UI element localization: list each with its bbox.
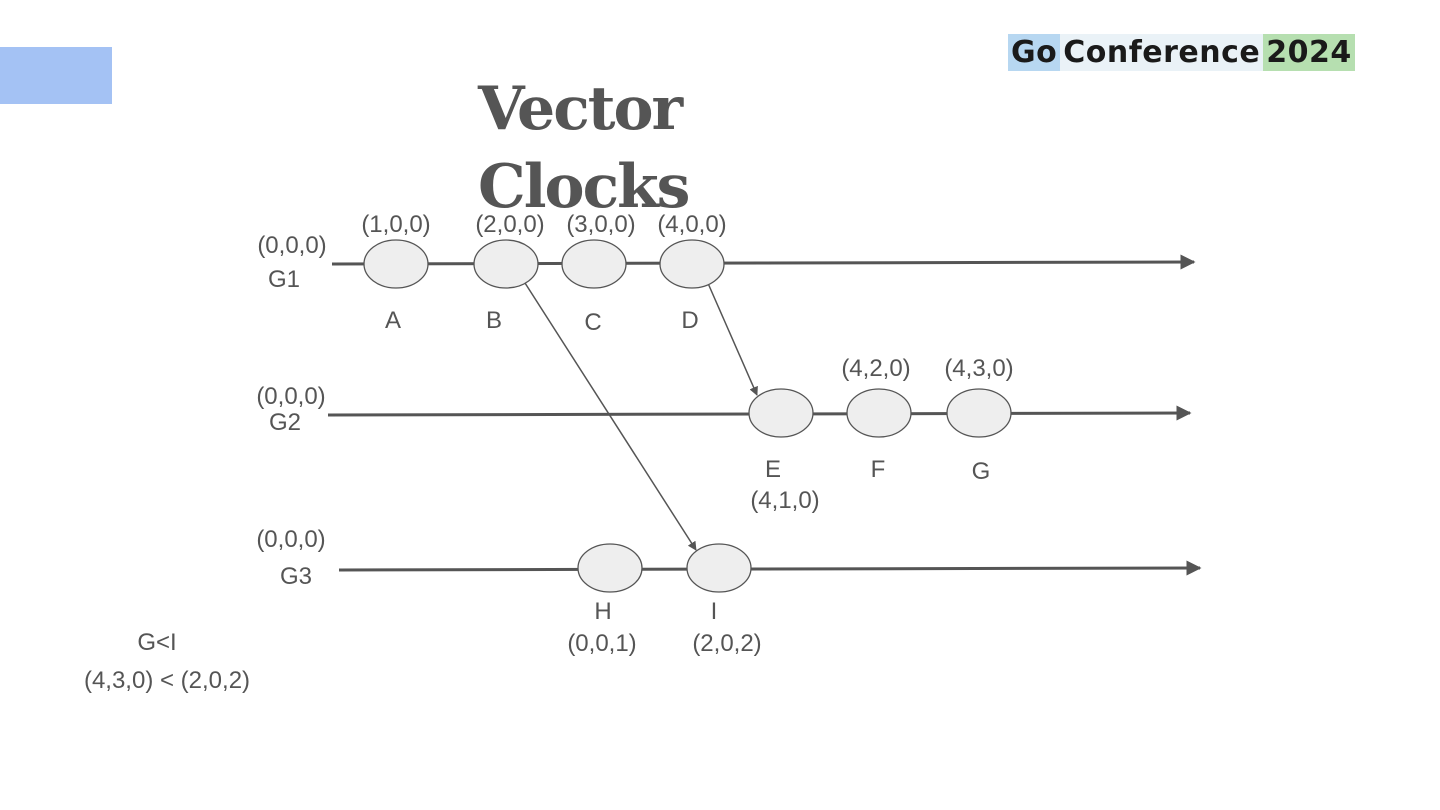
event-b-node xyxy=(473,239,539,289)
event-g-label: G xyxy=(972,458,991,485)
event-i-label: I xyxy=(711,598,718,625)
accent-box xyxy=(0,47,112,104)
comparison-events: G<I xyxy=(137,629,176,656)
logo-conference: Conference xyxy=(1060,34,1264,71)
event-d-label: D xyxy=(681,307,698,334)
timeline-g1 xyxy=(331,254,1196,270)
logo-year: 2024 xyxy=(1263,34,1355,71)
event-b-label: B xyxy=(486,307,502,334)
event-b-clock: (2,0,0) xyxy=(475,211,544,238)
event-h-label: H xyxy=(594,598,611,625)
process-g2-label: G2 xyxy=(269,409,301,436)
event-h-clock: (0,0,1) xyxy=(567,630,636,657)
timeline-g3 xyxy=(338,560,1202,576)
event-f-clock: (4,2,0) xyxy=(841,355,910,382)
event-g-node xyxy=(946,388,1012,438)
event-e-node xyxy=(748,388,814,438)
slide-title: Vector Clocks xyxy=(478,74,690,222)
event-d-clock: (4,0,0) xyxy=(657,211,726,238)
event-c-clock: (3,0,0) xyxy=(566,211,635,238)
process-g1-label: G1 xyxy=(268,266,300,293)
message-arrow-d-to-e xyxy=(706,280,758,396)
comparison-clocks: (4,3,0) < (2,0,2) xyxy=(84,667,250,694)
event-a-node xyxy=(363,239,429,289)
event-e-label: E xyxy=(765,456,781,483)
event-a-clock: (1,0,0) xyxy=(361,211,430,238)
event-g-clock: (4,3,0) xyxy=(944,355,1013,382)
event-f-node xyxy=(846,388,912,438)
event-c-node xyxy=(561,239,627,289)
logo-go: Go xyxy=(1008,34,1061,71)
event-a-label: A xyxy=(385,307,401,334)
message-arrow-b-to-i xyxy=(524,282,697,551)
event-d-node xyxy=(659,239,725,289)
event-i-node xyxy=(686,543,752,593)
event-h-node xyxy=(577,543,643,593)
event-i-clock: (2,0,2) xyxy=(692,630,761,657)
event-f-label: F xyxy=(871,456,886,483)
process-g2-initial-clock: (0,0,0) xyxy=(256,383,325,410)
event-c-label: C xyxy=(584,309,601,336)
event-e-clock: (4,1,0) xyxy=(750,487,819,514)
process-g1-initial-clock: (0,0,0) xyxy=(257,232,326,259)
process-g3-label: G3 xyxy=(280,563,312,590)
process-g3-initial-clock: (0,0,0) xyxy=(256,526,325,553)
go-conference-logo: Go Conference 2024 xyxy=(1008,34,1355,71)
